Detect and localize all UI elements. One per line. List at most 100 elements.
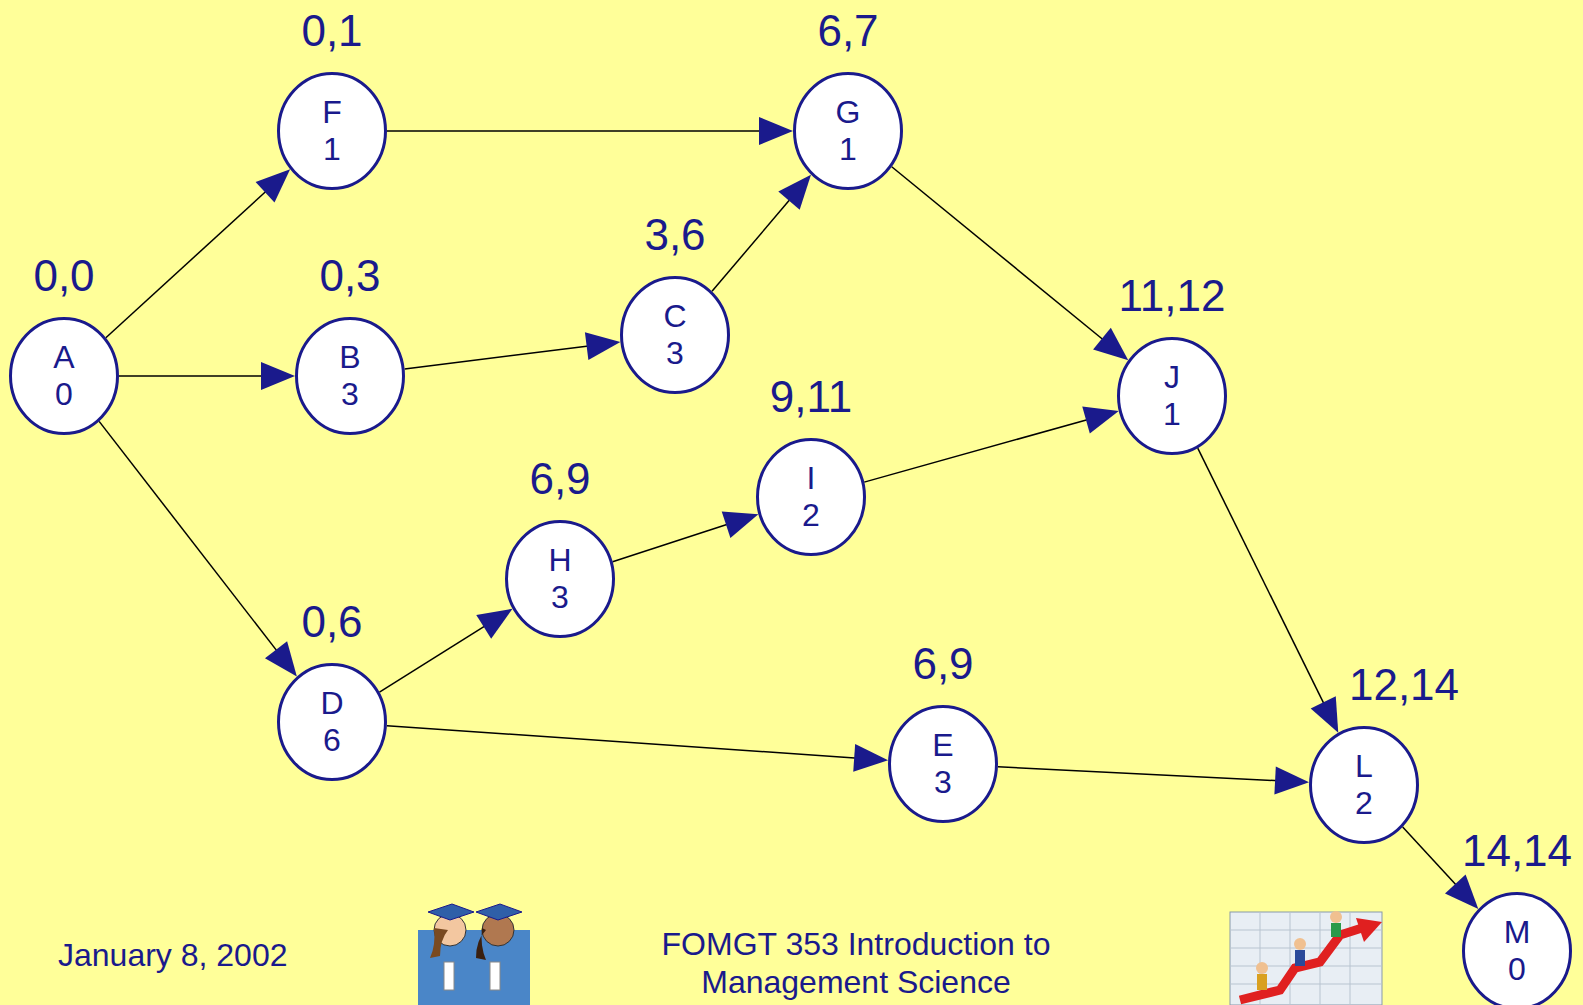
arrowhead [853, 744, 888, 772]
course-label: FOMGT 353 Introduction to Management Sci… [616, 925, 1096, 1001]
time-label: 6,7 [817, 7, 878, 55]
arrow-line [99, 421, 278, 653]
time-label: 9,11 [770, 373, 852, 421]
activity-node: M014,14 [1462, 892, 1572, 1005]
arrow-line [864, 419, 1090, 482]
activity-node: E36,9 [888, 705, 998, 823]
precedence-arrow [405, 332, 621, 369]
node-body: L2 [1355, 748, 1373, 822]
time-label: 12,14 [1349, 661, 1459, 709]
node-body: F1 [322, 94, 342, 168]
activity-duration: 2 [802, 497, 820, 534]
arrowhead [261, 362, 295, 390]
activity-duration: 3 [932, 764, 953, 801]
arrowhead [759, 117, 793, 145]
activity-name: G [836, 94, 861, 131]
precedence-arrow [998, 767, 1309, 795]
arrow-line [106, 190, 268, 338]
time-label: 6,9 [529, 455, 590, 503]
chart-illustration [1230, 911, 1382, 1005]
arrowhead [585, 332, 620, 360]
time-label: 0,1 [301, 7, 362, 55]
activity-duration: 3 [663, 335, 686, 372]
activity-node: I29,11 [756, 438, 866, 556]
activity-node: B30,3 [295, 317, 405, 435]
time-label: 0,0 [33, 252, 94, 300]
activity-name: B [339, 339, 360, 376]
arrow-line [379, 625, 487, 693]
node-body: E3 [932, 727, 953, 801]
arrowhead [476, 609, 512, 639]
time-label: 14,14 [1462, 827, 1572, 875]
arrowhead [265, 641, 297, 676]
arrow-line [119, 375, 265, 377]
time-label: 0,3 [319, 252, 380, 300]
activity-duration: 0 [53, 376, 74, 413]
activity-duration: 1 [322, 131, 342, 168]
activity-duration: 6 [320, 722, 343, 759]
precedence-arrow [712, 175, 811, 292]
activity-duration: 2 [1355, 785, 1373, 822]
activity-duration: 3 [339, 376, 360, 413]
arrowhead [1445, 875, 1478, 909]
date-label: January 8, 2002 [58, 936, 288, 974]
arrowhead [1093, 328, 1128, 360]
precedence-arrow [379, 609, 512, 692]
activity-duration: 0 [1504, 951, 1531, 988]
activity-name: D [320, 685, 343, 722]
activity-duration: 1 [836, 131, 861, 168]
node-body: H3 [548, 542, 571, 616]
precedence-arrow [106, 169, 290, 337]
activity-name: F [322, 94, 342, 131]
precedence-arrow [99, 421, 297, 676]
arrowhead [256, 169, 291, 202]
activity-node: D60,6 [277, 663, 387, 781]
arrowhead [1082, 407, 1119, 434]
node-body: B3 [339, 339, 360, 413]
precedence-arrow [1198, 448, 1339, 733]
node-body: A0 [53, 339, 74, 413]
precedence-arrow [119, 362, 295, 390]
precedence-arrow [387, 726, 888, 772]
time-label: 3,6 [644, 211, 705, 259]
time-label: 0,6 [301, 598, 362, 646]
time-label: 6,9 [912, 640, 973, 688]
node-body: J1 [1163, 359, 1181, 433]
arrow-line [892, 167, 1105, 341]
activity-node: G16,7 [793, 72, 903, 190]
arrow-line [1198, 448, 1325, 706]
arrow-line [387, 726, 858, 758]
node-body: C3 [663, 298, 686, 372]
activity-name: H [548, 542, 571, 579]
activity-node: F10,1 [277, 72, 387, 190]
time-label: 11,12 [1119, 272, 1226, 320]
arrow-line [1403, 827, 1458, 887]
activity-node: A00,0 [9, 317, 119, 435]
activity-name: J [1163, 359, 1181, 396]
activity-node: H36,9 [505, 520, 615, 638]
node-body: G1 [836, 94, 861, 168]
activity-node: J111,12 [1117, 337, 1227, 455]
activity-name: M [1504, 914, 1531, 951]
activity-name: E [932, 727, 953, 764]
node-body: I2 [802, 460, 820, 534]
precedence-arrow [892, 167, 1129, 360]
precedence-arrow [613, 511, 759, 561]
activity-name: C [663, 298, 686, 335]
activity-node: C33,6 [620, 276, 730, 394]
arrowhead [722, 511, 759, 538]
activity-duration: 3 [548, 579, 571, 616]
arrow-line [405, 346, 591, 369]
precedence-arrow [387, 117, 793, 145]
activity-duration: 1 [1163, 396, 1181, 433]
arrow-line [998, 767, 1279, 781]
activity-name: A [53, 339, 74, 376]
graduates-illustration [418, 904, 530, 1005]
arrowhead [1274, 767, 1309, 795]
activity-node: L212,14 [1309, 726, 1419, 844]
node-body: M0 [1504, 914, 1531, 988]
arrowhead [1311, 696, 1339, 733]
node-body: D6 [320, 685, 343, 759]
activity-name: I [802, 460, 820, 497]
